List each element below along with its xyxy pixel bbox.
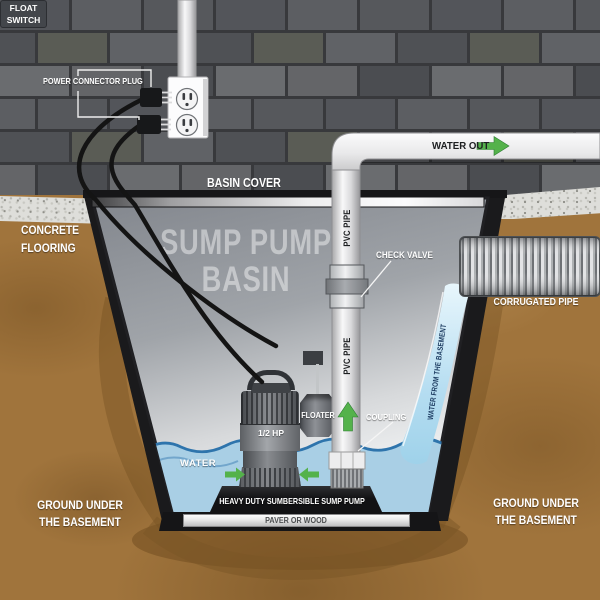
brick — [576, 0, 600, 30]
ground-left-label-line1: GROUND UNDER — [37, 500, 123, 512]
check-valve-label: CHECK VALVE — [376, 250, 433, 260]
plug-top — [140, 88, 162, 107]
paver-board — [183, 514, 410, 527]
brick — [288, 66, 357, 96]
coupling-leader — [357, 421, 394, 452]
floater-label: FLOATER — [301, 411, 335, 420]
brick — [576, 66, 600, 96]
float-switch-arm — [303, 351, 323, 365]
power-cable-2 — [109, 123, 265, 385]
float-switch-label-line1: FLOAT — [9, 3, 38, 13]
brick — [216, 132, 285, 162]
brick — [504, 66, 573, 96]
concrete-flooring-label-line1: CONCRETE — [21, 225, 80, 237]
floater-body — [300, 394, 336, 437]
brick — [72, 0, 141, 30]
pipe-coupling — [328, 451, 366, 489]
check-valve — [325, 264, 369, 309]
outlet-socket-bottom — [175, 113, 199, 137]
brick — [360, 66, 429, 96]
pvc-pipe-upper-label: PVC PIPE — [342, 209, 352, 247]
brick — [38, 33, 107, 63]
coupling-label: COUPLING — [366, 412, 407, 422]
pump-cap — [251, 383, 291, 393]
water-flow-left-arrow-icon — [299, 467, 319, 482]
brick — [288, 0, 357, 30]
basin-cover-bar — [91, 196, 485, 208]
brick — [254, 99, 323, 129]
pipe-shadow — [360, 159, 600, 163]
pump-handle — [247, 370, 295, 390]
brick — [110, 33, 179, 63]
water-flow-right-arrow-icon — [225, 467, 245, 482]
pump-power-label: 1/2 HP — [258, 428, 284, 438]
power-plugs — [137, 88, 172, 134]
basin-rim — [83, 190, 507, 198]
water-out-label: WATER OUT — [432, 140, 490, 152]
water-stream-highlight — [402, 291, 444, 447]
ground-right-label-line1: GROUND UNDER — [493, 498, 579, 510]
brick — [504, 0, 573, 30]
brick — [398, 99, 467, 129]
plug-bottom — [137, 115, 161, 134]
corrugated-pipe — [459, 236, 600, 297]
pipe-flow-up-arrow-icon — [337, 401, 359, 432]
pump-lower-body — [243, 448, 297, 468]
brick — [72, 66, 141, 96]
ground-right-label-line2: THE BASEMENT — [495, 514, 577, 527]
outlet-socket-top — [175, 87, 199, 111]
water-label: WATER — [180, 458, 217, 469]
brick — [0, 66, 69, 96]
paver-label: PAVER OR WOOD — [265, 516, 327, 525]
brick — [254, 33, 323, 63]
water-stream — [400, 283, 470, 465]
pvc-pipe-lower-label: PVC PIPE — [342, 337, 352, 375]
water-line-2 — [149, 456, 239, 468]
brick — [542, 99, 600, 129]
brick — [398, 33, 467, 63]
basin-title-line2: BASIN — [201, 260, 291, 299]
brick — [326, 99, 395, 129]
brick — [326, 33, 395, 63]
brick — [0, 132, 69, 162]
brick — [360, 0, 429, 30]
basin-cover-label: BASIN COVER — [207, 176, 281, 190]
water-from-basement-label: WATER FROM THE BASEMENT — [425, 323, 449, 421]
brick — [0, 99, 35, 129]
brick — [470, 33, 539, 63]
plug-label-bracket — [77, 69, 152, 120]
water-out-arrow-icon — [476, 135, 510, 157]
corrugated-pipe-label: CORRUGATED PIPE — [493, 297, 579, 308]
pump-ribbed-top — [241, 391, 299, 424]
float-switch-label-line2: SWITCH — [6, 14, 41, 25]
wall-outlet — [167, 76, 209, 139]
ground-left-label-line2: THE BASEMENT — [39, 516, 121, 529]
basin-title: SUMP PUMP BASIN — [160, 224, 332, 298]
pump-mid-body — [240, 423, 300, 451]
brick — [38, 99, 107, 129]
brick — [0, 33, 35, 63]
pump-platform-label: HEAVY DUTY SUMBERSIBLE SUMP PUMP — [219, 496, 365, 506]
pump-intake-skirt — [239, 467, 301, 487]
power-connector-plug-label: POWER CONNECTOR PLUG — [43, 77, 143, 86]
brick — [432, 66, 501, 96]
power-cable-1 — [76, 96, 279, 349]
brick — [216, 66, 285, 96]
check-valve-leader — [360, 260, 392, 298]
concrete-flooring-label-line2: FLOORING — [21, 242, 76, 255]
pump-platform — [209, 486, 383, 514]
basin-title-line1: SUMP PUMP — [160, 223, 332, 262]
power-cables — [76, 96, 279, 385]
brick — [216, 0, 285, 30]
brick — [0, 165, 35, 195]
brick — [470, 99, 539, 129]
brick — [432, 0, 501, 30]
float-rod — [316, 364, 319, 398]
float-switch-badge: FLOAT SWITCH — [0, 0, 47, 28]
brick — [542, 33, 600, 63]
